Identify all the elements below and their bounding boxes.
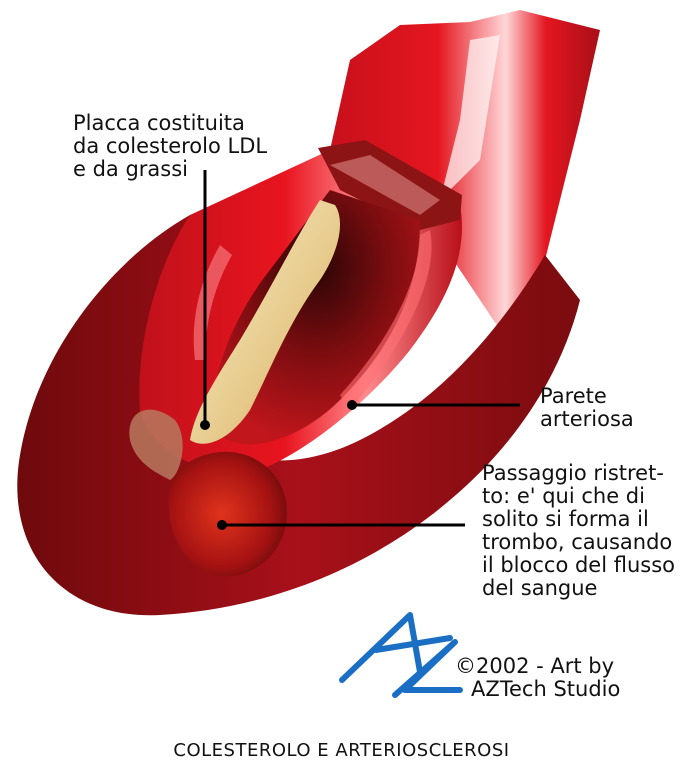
narrowing-label: Passaggio ristret- to: e' qui che di sol…: [482, 462, 675, 600]
narrowing-label-line-5: il blocco del flusso: [482, 554, 675, 577]
copyright-credit: ©2002 - Art by AZTech Studio: [455, 655, 620, 701]
figure-caption: COLESTEROLO E ARTERIOSCLEROSI: [0, 740, 683, 761]
plaque-label: Placca costituita da colesterolo LDL e d…: [73, 112, 267, 181]
narrowing-label-line-6: del sangue: [482, 577, 675, 600]
narrowing-label-line-1: Passaggio ristret-: [482, 462, 675, 485]
narrowing-label-line-4: trombo, causando: [482, 531, 675, 554]
plaque-label-line-3: e da grassi: [73, 158, 267, 181]
wall-leader-dot: [347, 400, 357, 410]
narrowing-label-line-2: to: e' qui che di: [482, 485, 675, 508]
plaque-label-line-2: da colesterolo LDL: [73, 135, 267, 158]
plaque-label-line-1: Placca costituita: [73, 112, 267, 135]
artery-wall-label-line-1: Parete: [540, 385, 634, 408]
credit-line-1: ©2002 - Art by: [455, 655, 620, 678]
artery-wall-label: Parete arteriosa: [540, 385, 634, 431]
plaque-leader-dot: [200, 420, 210, 430]
credit-line-2: AZTech Studio: [455, 678, 620, 701]
az-logo: [342, 615, 460, 695]
narrowing-label-line-3: solito si forma il: [482, 508, 675, 531]
narrowing-leader-dot: [217, 520, 227, 530]
artery-wall-label-line-2: arteriosa: [540, 408, 634, 431]
